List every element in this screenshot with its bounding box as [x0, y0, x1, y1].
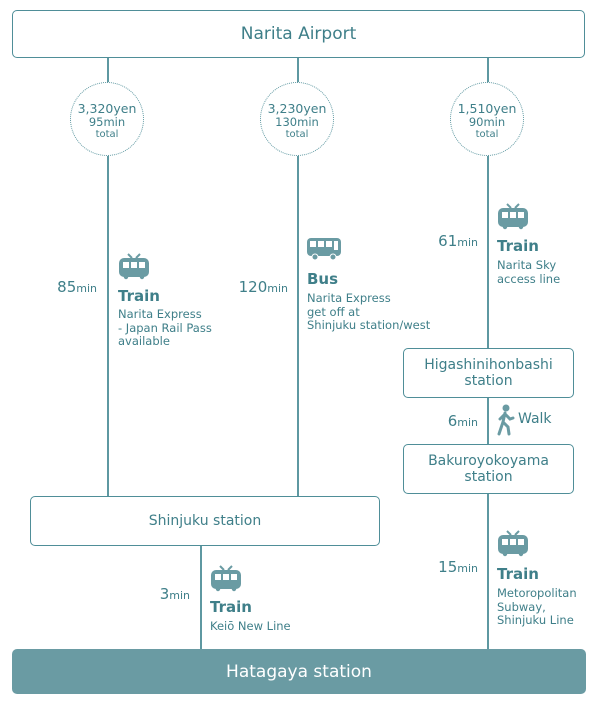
- station-shinjuku: Shinjuku station: [30, 496, 380, 546]
- route-total-label: total: [95, 129, 119, 140]
- station-higashinihonbashi: Higashinihonbashi station: [403, 348, 574, 398]
- leg-desc-keio: Keiō New Line: [210, 619, 291, 633]
- leg-mode-keio: Train: [210, 598, 252, 616]
- route-line-3b: [487, 398, 489, 444]
- route-minutes: 130min: [275, 115, 319, 129]
- station-suffix: station: [464, 469, 513, 485]
- leg-duration-bus: 120min: [238, 278, 288, 296]
- route-summary-1: 3,320yen 95min total: [70, 82, 144, 156]
- route-price: 3,320yen: [77, 101, 137, 116]
- destination-station-box: Hatagaya station: [12, 649, 586, 694]
- origin-label: Narita Airport: [240, 24, 357, 44]
- route-line-2: [297, 58, 299, 496]
- route-total-label: total: [475, 129, 499, 140]
- station-suffix: station: [464, 373, 513, 389]
- route-summary-2: 3,230yen 130min total: [260, 82, 334, 156]
- destination-label: Hatagaya station: [226, 661, 372, 682]
- leg-mode-sky: Train: [497, 237, 539, 255]
- route-line-1: [107, 58, 109, 496]
- leg-desc-bus: Narita Express get off at Shinjuku stati…: [307, 291, 431, 332]
- leg-mode-nex: Train: [118, 287, 160, 305]
- route-total-label: total: [285, 129, 309, 140]
- leg-duration-nex: 85min: [57, 278, 97, 296]
- route-price: 3,230yen: [267, 101, 327, 116]
- station-name: Higashinihonbashi: [424, 357, 553, 373]
- train-icon: [498, 530, 528, 557]
- station-bakuroyokoyama: Bakuroyokoyama station: [403, 444, 574, 494]
- train-icon: [498, 203, 528, 230]
- leg-desc-subway: Metoropolitan Subway, Shinjuku Line: [497, 586, 577, 627]
- leg-desc-nex: Narita Express - Japan Rail Pass availab…: [118, 307, 212, 348]
- bus-icon: [307, 238, 341, 261]
- route-summary-3: 1,510yen 90min total: [450, 82, 524, 156]
- train-icon: [119, 253, 149, 280]
- leg-duration-walk: 6min: [447, 412, 478, 430]
- route-price: 1,510yen: [457, 101, 517, 116]
- leg-desc-sky: Narita Sky access line: [497, 258, 561, 286]
- leg-duration-sky: 61min: [438, 232, 478, 250]
- origin-station-box: Narita Airport: [12, 10, 585, 58]
- leg-mode-bus: Bus: [307, 270, 339, 288]
- train-icon: [211, 565, 241, 592]
- route-minutes: 95min: [88, 115, 126, 129]
- station-name: Shinjuku station: [148, 513, 262, 529]
- route-minutes: 90min: [468, 115, 506, 129]
- route-line-3c: [487, 494, 489, 649]
- station-name: Bakuroyokoyama: [428, 453, 549, 469]
- leg-mode-subway: Train: [497, 565, 539, 583]
- walk-icon: [497, 404, 515, 436]
- route-line-keio: [200, 546, 202, 649]
- leg-mode-walk: Walk: [518, 411, 552, 427]
- leg-duration-keio: 3min: [159, 585, 190, 603]
- route-line-3a: [487, 58, 489, 348]
- leg-duration-subway: 15min: [438, 558, 478, 576]
